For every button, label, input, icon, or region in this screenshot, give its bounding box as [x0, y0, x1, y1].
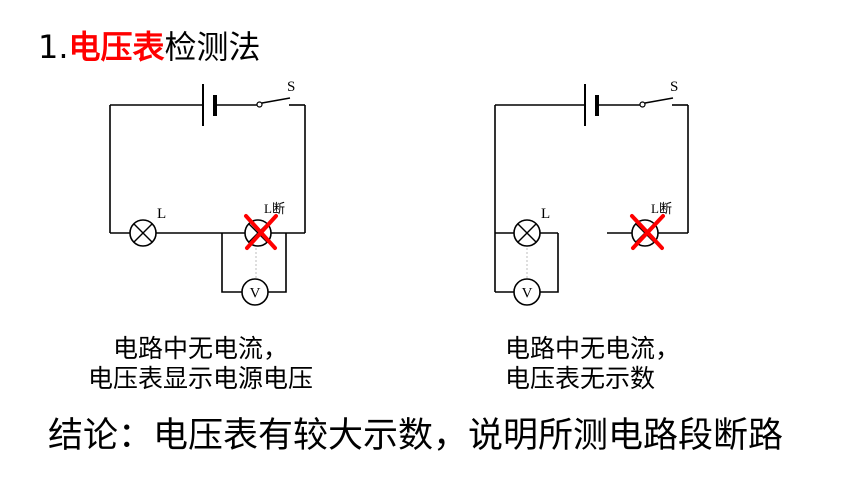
right-caption-line-2: 电压表无示数: [505, 364, 656, 393]
left-break-mark-b: [245, 214, 278, 250]
right-switch-blade: [644, 97, 674, 104]
right-broken-lamp-label: L断: [651, 201, 672, 216]
right-lamp-label: L: [541, 206, 550, 222]
left-switch-label: S: [287, 79, 295, 95]
right-lamp-l: [513, 219, 541, 247]
right-meter-lead-b: [540, 233, 559, 293]
left-caption-line-1: 电路中无电流，: [113, 334, 289, 363]
right-break-mark-b: [631, 214, 665, 250]
lamp-cross-b: [517, 223, 537, 243]
right-switch-label: S: [670, 79, 678, 95]
left-switch-pivot: [256, 101, 263, 108]
slide-title: 1.电压表检测法: [38, 31, 261, 63]
title-highlight: 电压表: [68, 28, 165, 66]
left-switch-blade: [261, 97, 291, 104]
left-meter-lead-a: [221, 233, 242, 293]
right-voltmeter-label: V: [522, 286, 533, 302]
left-lamp-label: L: [157, 206, 166, 222]
right-caption-line-1: 电路中无电流，: [505, 334, 681, 363]
left-meter-lead-b: [268, 233, 287, 293]
lamp-cross-b: [133, 223, 153, 243]
title-number: 1.: [38, 28, 69, 66]
left-broken-lamp-label: L断: [264, 201, 285, 216]
left-voltmeter-label: V: [250, 286, 261, 302]
right-switch-pivot: [639, 101, 646, 108]
conclusion-text: 结论：电压表有较大示数，说明所测电路段断路: [48, 416, 784, 456]
right-circuit: S L V L断: [494, 79, 689, 306]
left-circuit: S L L断 V: [109, 79, 306, 306]
left-lamp-l: [129, 219, 157, 247]
left-caption-line-2: 电压表显示电源电压: [88, 364, 314, 393]
title-rest: 检测法: [164, 28, 261, 66]
